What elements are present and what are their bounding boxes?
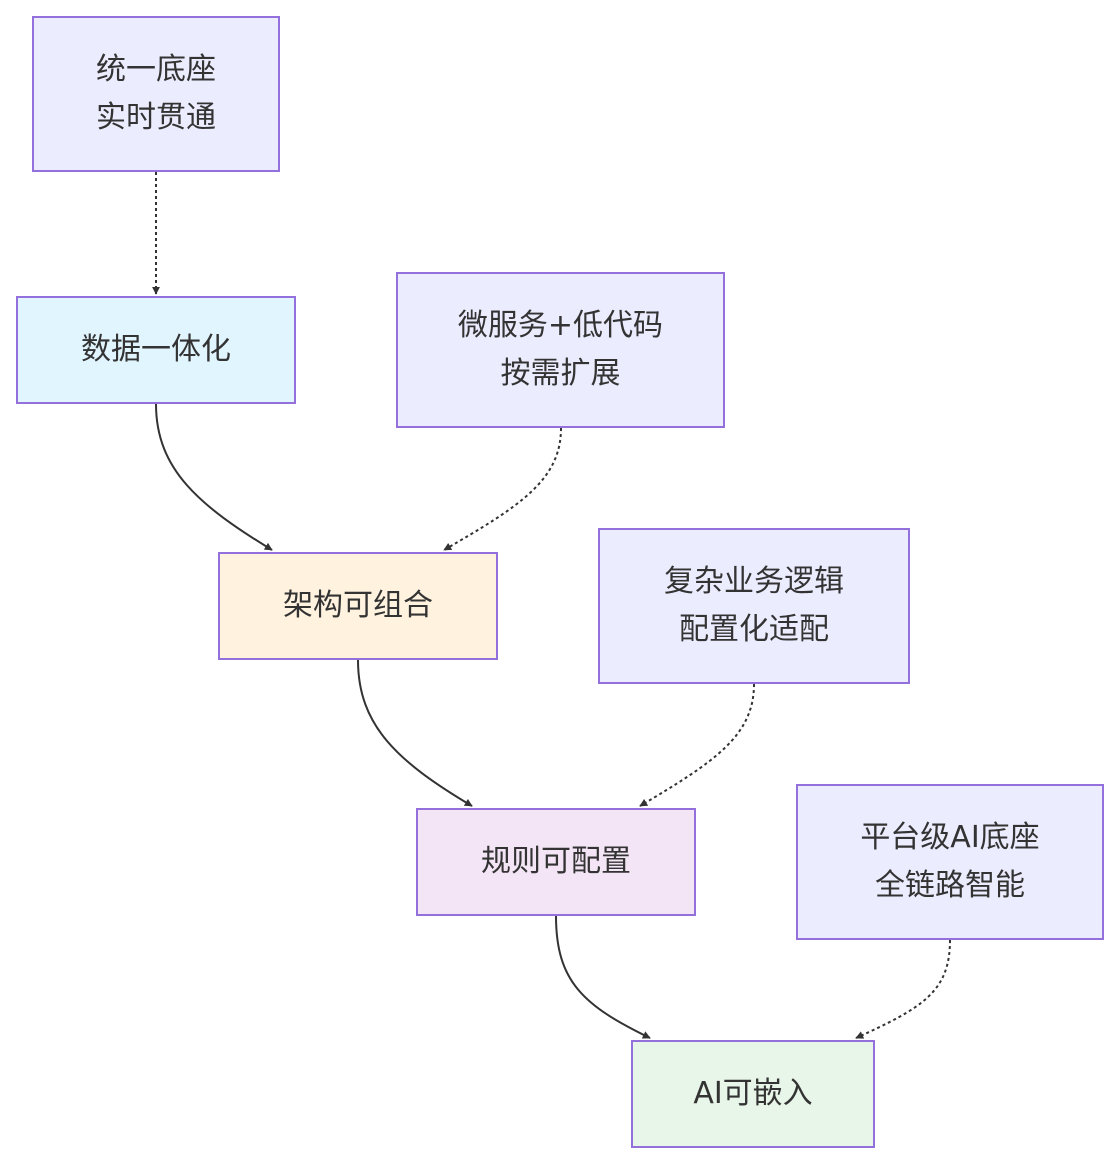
- node-ai-embeddable: AI可嵌入: [631, 1040, 875, 1148]
- edge-platform-to-ai: [855, 939, 951, 1039]
- node-label-line: 微服务+低代码: [457, 308, 664, 343]
- node-label-line: AI可嵌入: [693, 1076, 813, 1111]
- node-microservice-lowcode: 微服务+低代码 按需扩展: [396, 272, 725, 428]
- node-label-line: 实时贯通: [96, 100, 216, 135]
- node-label-line: 数据一体化: [81, 332, 231, 367]
- edge-micro-to-arch: [443, 427, 562, 551]
- edge-data-to-arch: [155, 403, 273, 551]
- node-complex-business-logic: 复杂业务逻辑 配置化适配: [598, 528, 910, 684]
- node-platform-ai-foundation: 平台级AI底座 全链路智能: [796, 784, 1104, 940]
- node-label-line: 配置化适配: [679, 612, 829, 647]
- edge-rules-to-ai: [555, 915, 651, 1039]
- node-label-line: 全链路智能: [875, 868, 1025, 903]
- node-label-line: 复杂业务逻辑: [664, 564, 844, 599]
- node-configurable-rules: 规则可配置: [416, 808, 696, 916]
- node-data-integration: 数据一体化: [16, 296, 296, 404]
- node-unified-foundation: 统一底座 实时贯通: [32, 16, 280, 172]
- node-label-line: 按需扩展: [500, 356, 621, 391]
- edge-arch-to-rules: [357, 659, 473, 807]
- edge-complex-to-rules: [639, 683, 755, 807]
- node-label-line: 架构可组合: [283, 588, 433, 623]
- node-label-line: 规则可配置: [481, 844, 631, 879]
- node-composable-architecture: 架构可组合: [218, 552, 498, 660]
- node-label-line: 平台级AI底座: [860, 820, 1040, 855]
- node-label-line: 统一底座: [96, 52, 216, 87]
